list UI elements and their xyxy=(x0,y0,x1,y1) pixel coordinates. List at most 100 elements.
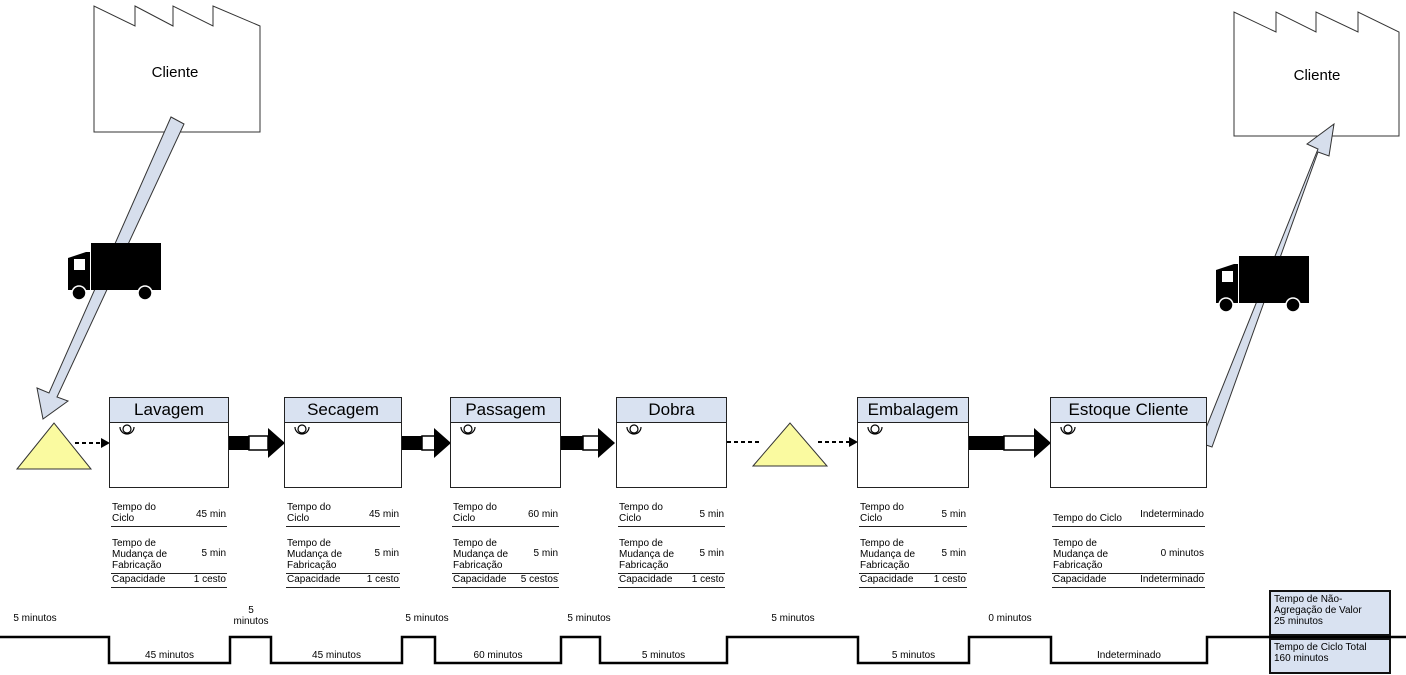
process-data-row: Tempo do Ciclo 5 min xyxy=(859,496,967,527)
processing-time-label: 5 minutos xyxy=(891,650,936,661)
push-arrow-icon xyxy=(402,428,451,458)
process-data-row: Tempo de Mudança de Fabricação 5 min xyxy=(452,526,559,574)
push-arrow-icon xyxy=(229,428,285,458)
non-value-added-time-summary: Tempo de Não- Agregação de Valor 25 minu… xyxy=(1269,590,1391,636)
process-data-row: Capacidade 1 cesto xyxy=(111,573,227,588)
process-box xyxy=(109,422,229,488)
process-data-row: Tempo do Ciclo 45 min xyxy=(286,496,400,527)
operator-icon xyxy=(867,424,883,435)
metric-value: 5 min xyxy=(374,548,399,559)
metric-label: Tempo do Ciclo xyxy=(112,502,156,524)
timeline-line xyxy=(0,635,1406,665)
metric-label: Tempo do Ciclo xyxy=(619,502,663,524)
operator-icon xyxy=(626,424,642,435)
process-data-row: Capacidade 1 cesto xyxy=(618,573,725,588)
process-title: Estoque Cliente xyxy=(1050,397,1207,422)
processing-time-label: Indeterminado xyxy=(1097,650,1161,661)
dashed-arrow-icon xyxy=(75,438,110,448)
processing-time-label: 60 minutos xyxy=(473,650,523,661)
metric-value: 60 min xyxy=(527,509,558,520)
metric-value: 45 min xyxy=(195,509,226,520)
metric-value: Indeterminado xyxy=(1140,574,1204,585)
truck-icon-right xyxy=(1216,256,1309,313)
waiting-time-label: 5 minutos xyxy=(405,613,449,624)
metric-value: 5 min xyxy=(201,548,226,559)
total-cycle-time-summary: Tempo de Ciclo Total 160 minutos xyxy=(1269,638,1391,674)
metric-label: Tempo de Mudança de Fabricação xyxy=(453,538,509,571)
metric-label: Tempo de Mudança de Fabricação xyxy=(619,538,675,571)
processing-time-label: 45 minutos xyxy=(312,650,361,661)
operator-icon xyxy=(460,424,476,435)
process-box xyxy=(616,422,727,488)
process-title: Passagem xyxy=(450,397,561,422)
operator-icon xyxy=(119,424,135,435)
process-box xyxy=(284,422,402,488)
metric-label: Capacidade xyxy=(1053,574,1107,585)
process-title: Dobra xyxy=(616,397,727,422)
metric-label: Capacidade xyxy=(860,574,914,585)
metric-label: Tempo do Ciclo xyxy=(1053,513,1122,524)
process-box xyxy=(450,422,561,488)
metric-value: 1 cesto xyxy=(691,574,724,585)
metric-label: Tempo de Mudança de Fabricação xyxy=(287,538,343,571)
customer-factory-icon-left xyxy=(93,5,261,133)
metric-value: 5 min xyxy=(699,548,724,559)
metric-value: 5 min xyxy=(941,548,966,559)
inventory-triangle-icon xyxy=(751,422,829,467)
metric-label: Capacidade xyxy=(453,574,507,585)
metric-label: Tempo do Ciclo xyxy=(453,502,497,524)
metric-value: 1 cesto xyxy=(933,574,966,585)
customer-label: Cliente xyxy=(1293,67,1341,84)
metric-label: Tempo de Mudança de Fabricação xyxy=(860,538,916,571)
metric-label: Tempo do Ciclo xyxy=(287,502,331,524)
dashed-arrow-icon xyxy=(727,437,858,447)
waiting-time-label: 5 minutos xyxy=(771,613,815,624)
metric-label: Capacidade xyxy=(112,574,166,585)
metric-value: 45 min xyxy=(368,509,399,520)
process-title: Lavagem xyxy=(109,397,229,422)
process-data-row: Tempo de Mudança de Fabricação 5 min xyxy=(859,526,967,574)
metric-label: Capacidade xyxy=(287,574,341,585)
process-data-row: Tempo de Mudança de Fabricação 5 min xyxy=(286,526,400,574)
operator-icon xyxy=(294,424,310,435)
processing-time-label: 45 minutos xyxy=(145,650,194,661)
process-data-row: Tempo do Ciclo Indeterminado xyxy=(1052,496,1205,527)
push-arrow-icon xyxy=(969,428,1051,458)
process-data-row: Tempo de Mudança de Fabricação 5 min xyxy=(111,526,227,574)
waiting-time-label: 5 minutos xyxy=(13,613,57,624)
customer-label: Cliente xyxy=(151,64,199,81)
waiting-time-label: 0 minutos xyxy=(988,613,1032,624)
push-arrow-icon xyxy=(561,428,615,458)
truck-icon-left xyxy=(68,243,161,301)
metric-value: Indeterminado xyxy=(1140,509,1204,520)
metric-value: 5 cestos xyxy=(520,574,558,585)
process-data-row: Tempo do Ciclo 5 min xyxy=(618,496,725,527)
waiting-time-label: 5 minutos xyxy=(567,613,611,624)
process-title: Secagem xyxy=(284,397,402,422)
process-data-row: Tempo do Ciclo 60 min xyxy=(452,496,559,527)
metric-value: 5 min xyxy=(941,509,966,520)
customer-factory-icon-right xyxy=(1233,11,1400,137)
metric-label: Capacidade xyxy=(619,574,673,585)
process-data-row: Tempo de Mudança de Fabricação 5 min xyxy=(618,526,725,574)
metric-value: 5 min xyxy=(533,548,558,559)
process-data-row: Capacidade 1 cesto xyxy=(859,573,967,588)
metric-label: Tempo do Ciclo xyxy=(860,502,904,524)
waiting-time-label: 5 minutos xyxy=(233,605,269,627)
metric-value: 0 minutos xyxy=(1160,548,1204,559)
operator-icon xyxy=(1060,424,1076,435)
process-title: Embalagem xyxy=(857,397,969,422)
metric-value: 5 min xyxy=(699,509,724,520)
metric-label: Tempo de Mudança de Fabricação xyxy=(112,538,168,571)
process-data-row: Capacidade Indeterminado xyxy=(1052,573,1205,588)
metric-value: 1 cesto xyxy=(193,574,226,585)
processing-time-label: 5 minutos xyxy=(641,650,686,661)
